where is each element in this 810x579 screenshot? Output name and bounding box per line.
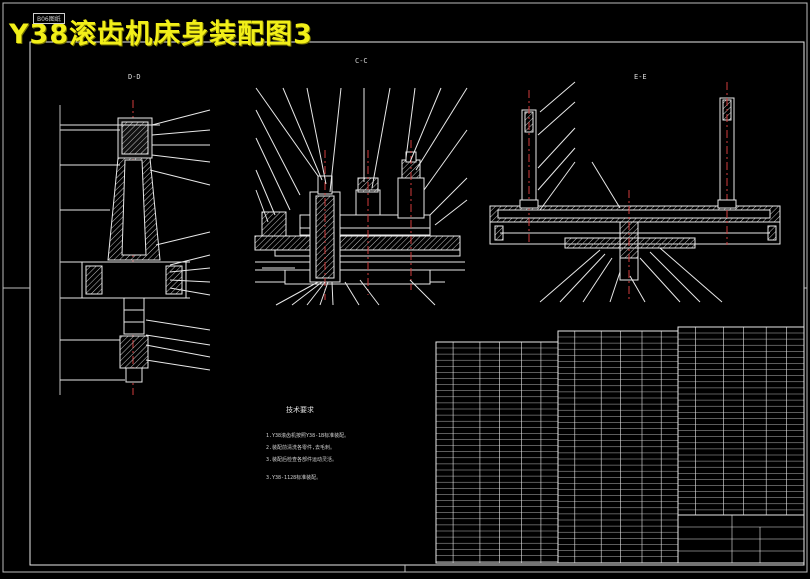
view-d-d [59, 100, 211, 395]
parts-list-table [435, 326, 805, 564]
drawing-title: Y38滚齿机床身装配图3 [9, 19, 313, 50]
notes-heading: 技术要求 [286, 406, 314, 414]
view-e-e [489, 81, 781, 303]
note-line: 3.Y38-1128标准装配。 [266, 475, 322, 481]
view-label-d-d: D-D [128, 73, 141, 81]
view-c-c [254, 87, 468, 306]
view-label-e-e: E-E [634, 73, 647, 81]
view-label-c-c: C-C [355, 57, 368, 65]
note-line: 1.Y38滚齿机按照Y38-1B标准装配。 [266, 433, 350, 439]
drawing-tag: B06图纸 [33, 13, 65, 24]
note-line: 3.装配后检查各部件运动灵活。 [266, 457, 338, 463]
note-line: 2.装配前清洗各零件,去毛刺。 [266, 445, 336, 451]
inner-border [29, 41, 805, 566]
